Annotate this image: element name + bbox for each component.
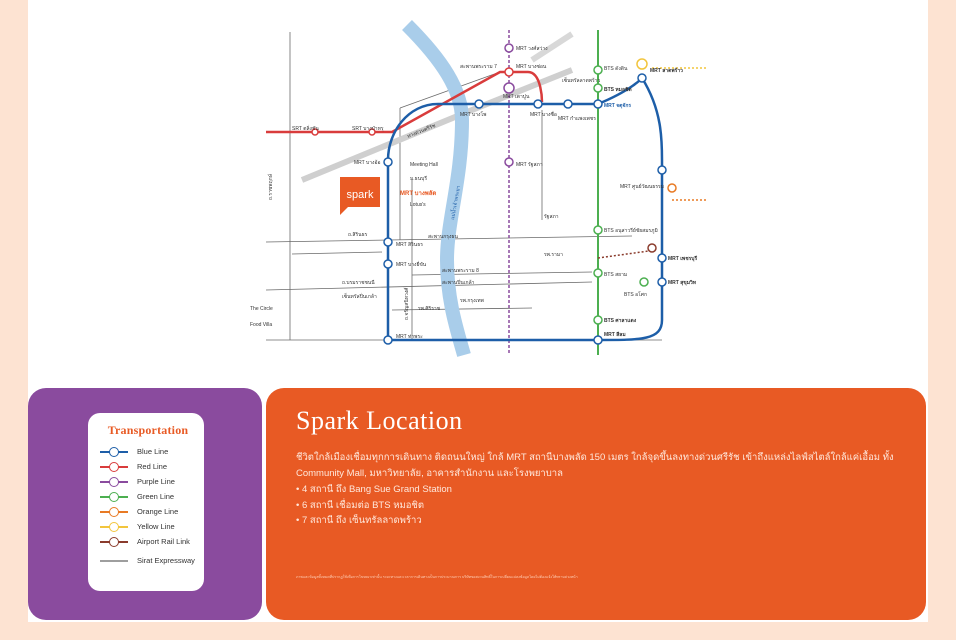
legend-item-yellow: Yellow Line — [100, 519, 196, 534]
legend-item-blue: Blue Line — [100, 444, 196, 459]
chao-phraya-river — [402, 20, 471, 357]
label-bts-mo-chit: BTS หมอชิต — [604, 86, 632, 93]
label-mrt-silom: MRT สีลม — [604, 331, 626, 338]
label-mrt-tha-phra: MRT ท่าพระ — [396, 334, 423, 340]
legend-label: Purple Line — [137, 476, 175, 486]
label-mrt-bang-son: MRT บางซ่อน — [516, 64, 547, 70]
label-central-ladprao: เซ็นทรัลลาดพร้าว — [562, 76, 600, 84]
label-somdet-hospital: รพ.รามา — [544, 252, 563, 258]
expressway-spur — [530, 31, 574, 63]
legend-item-green: Green Line — [100, 489, 196, 504]
red-line — [266, 70, 544, 134]
legend-label: Yellow Line — [137, 521, 175, 531]
label-rama8-bridge: สะพานพระราม 8 — [442, 268, 479, 274]
label-mrt-bang-pho2: MRT บางซื่อ — [530, 111, 557, 118]
label-mrt-phetchaburi: MRT เพชรบุรี — [668, 255, 697, 262]
legend-item-purple: Purple Line — [100, 474, 196, 489]
info-panel: Spark Location ชีวิตใกล้เมืองเชื่อมทุกกา… — [266, 388, 926, 620]
road-network — [265, 32, 662, 341]
disclaimer-text: ภาพและข้อมูลทั้งหมดที่ปรากฏใช้เพื่อการโฆ… — [296, 575, 578, 579]
label-mrt-bang-o: MRT บางอ้อ — [354, 159, 380, 166]
legend-label: Green Line — [137, 491, 175, 501]
legend-item-airport-rail: Airport Rail Link — [100, 534, 196, 549]
legend-card: Transportation Blue Line Red Line Purple… — [88, 413, 204, 591]
label-mrt-lat-phrao: MRT ลาดพร้าว — [650, 67, 683, 74]
bottom-strip — [28, 622, 928, 640]
info-bullet: 7 สถานี ถึง เซ็นทรัลลาดพร้าว — [296, 513, 452, 529]
info-bullet: 4 สถานี ถึง Bang Sue Grand Station — [296, 482, 452, 498]
label-food-villa: Food Villa — [250, 322, 272, 328]
label-siriraj: รพ.ศิริราช — [418, 305, 441, 312]
legend-label: Red Line — [137, 461, 168, 471]
label-spark-station: MRT บางพลัด — [400, 189, 436, 197]
info-description: ชีวิตใกล้เมืองเชื่อมทุกการเดินทาง ติดถนน… — [296, 452, 894, 479]
label-mrt-ratthasapha: MRT รัฐสภา — [516, 162, 543, 168]
label-mrt-chatuchak: MRT จตุจักร — [604, 102, 631, 109]
station-markers — [311, 43, 677, 345]
label-parliament: รัฐสภา — [544, 214, 559, 220]
label-charan-rd: ถ.จรัญสนิทวงศ์ — [403, 287, 410, 320]
airport-rail-link — [597, 249, 657, 259]
legend-label: Blue Line — [137, 446, 169, 456]
route-map: spark MRT วงศ์สว่าง MRT บางซ่อน MRT เตาป… — [232, 20, 752, 365]
label-bts-sena: BTS ดังดิน — [604, 65, 628, 72]
legend-label: Orange Line — [137, 506, 179, 516]
map-canvas: spark MRT วงศ์สว่าง MRT บางซ่อน MRT เตาป… — [250, 20, 708, 357]
label-the-circle: The Circle — [250, 306, 273, 312]
label-rama7-bridge: สะพานพระราม 7 — [460, 64, 497, 70]
label-ratchaphruek-rd: ถ.ราชพฤกษ์ — [267, 173, 274, 200]
label-borommaratchachonnani-rd: ถ.บรมราชชนนี — [342, 279, 375, 286]
label-bang-ko-hospital: รพ.กรุงเทพ — [460, 298, 484, 304]
legend-panel: Transportation Blue Line Red Line Purple… — [28, 388, 262, 620]
label-university: ม.ธนบุรี — [410, 175, 427, 182]
info-title: Spark Location — [296, 406, 463, 435]
legend-label: Airport Rail Link — [137, 536, 190, 546]
label-mrt-sukhumvit: MRT สุขุมวิท — [668, 279, 697, 286]
legend-item-red: Red Line — [100, 459, 196, 474]
label-bts-sala-daeng: BTS ศาลาแดง — [604, 318, 637, 324]
label-mrt-sirindhorn: MRT สิรินธร — [396, 241, 423, 248]
label-bts-asok: BTS อโศก — [624, 291, 647, 298]
label-sirindhorn-rd: ถ.สิรินธร — [348, 231, 368, 238]
label-central-pinklao: เซ็นทรัลปิ่นเกล้า — [342, 292, 377, 300]
label-lotus: Lotus's — [410, 202, 426, 208]
label-bts-victory: BTS อนุสาวรีย์ชัยสมรภูมิ — [604, 227, 658, 234]
label-pinklao-bridge: สะพานปิ่นเกล้า — [442, 279, 475, 286]
label-mrt-wong-sawang: MRT วงศ์สว่าง — [516, 45, 548, 52]
info-bullets: 4 สถานี ถึง Bang Sue Grand Station 6 สถา… — [296, 482, 452, 529]
label-mrt-thai-cultural: MRT ศูนย์วัฒนธรรม — [620, 183, 664, 190]
legend-title: Transportation — [107, 423, 189, 437]
legend-item-expressway: Sirat Expressway — [100, 549, 196, 573]
label-krung-thon-bridge: สะพานกรุงธน — [428, 234, 458, 240]
legend-item-orange: Orange Line — [100, 504, 196, 519]
legend-label: Sirat Expressway — [137, 556, 195, 565]
label-mrt-tao-poon: MRT เตาปูน — [503, 94, 530, 100]
spark-badge-text: spark — [347, 189, 374, 201]
info-bullet: 6 สถานี เชื่อมต่อ BTS หมอชิต — [296, 498, 452, 514]
label-mrt-bang-pho: MRT บางโพ — [460, 111, 486, 118]
blue-line — [386, 75, 664, 342]
label-bts-siam: BTS สยาม — [604, 272, 627, 278]
label-srt-bang-bamru: SRT บางบำหรุ — [352, 126, 384, 132]
label-meeting-hall: Meeting Hall — [410, 162, 438, 168]
label-chuan-rd: ทางด่วนศรีรัช — [406, 122, 437, 140]
label-mrt-kamphaeng-phet: MRT กำแพงเพชร — [558, 116, 596, 122]
label-mrt-bang-yi-khan: MRT บางยี่ขัน — [396, 261, 427, 268]
spark-location-badge: spark — [340, 177, 380, 215]
label-srt-taling-chan: SRT ตลิ่งชัน — [292, 125, 319, 132]
